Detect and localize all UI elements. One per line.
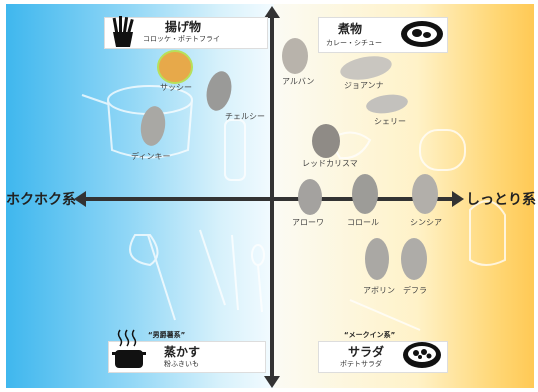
potato-sassy (157, 50, 193, 84)
category-subtitle-simmered: カレー・シチュー (326, 39, 382, 47)
potato-label: デフラ (403, 286, 427, 295)
potato-label: サッシー (160, 83, 192, 92)
pot-body-outline (107, 99, 193, 159)
hokuhoku-quadrant-background (6, 4, 274, 388)
knife-outline (199, 229, 226, 306)
potato-dejima (401, 238, 427, 280)
potato-label: チェルシー (225, 112, 265, 121)
potato-joanna (340, 56, 392, 80)
potato-shape (401, 238, 427, 280)
axis-arrow-down (264, 376, 280, 388)
potato-shape (412, 174, 438, 214)
pot-handle-outline (81, 94, 109, 105)
jar-outline (419, 129, 466, 171)
potato-shelly (366, 94, 408, 114)
category-title-salad: サラダ (348, 345, 385, 359)
potato-shape (298, 179, 322, 215)
potato-arrowa (298, 179, 322, 215)
potato-alban (282, 38, 308, 74)
potato-label: アローワ (292, 218, 324, 227)
potato-label: アボリン (363, 286, 395, 295)
potato-dinky (140, 106, 166, 146)
potato-label: シンシア (410, 218, 442, 227)
spoon-handle-outline (257, 264, 263, 313)
group-label-danshaku: “男爵薯系” (148, 331, 186, 339)
category-title-fried: 揚げ物 (165, 20, 202, 34)
category-subtitle-fried: コロッケ・ポテトフライ (143, 35, 220, 43)
potato-shape (157, 50, 193, 84)
ladle-outline (129, 234, 159, 267)
category-subtitle-steamed: 粉ふきいも (164, 360, 199, 368)
category-subtitle-salad: ポテトサラダ (340, 360, 382, 368)
potato-shape (312, 124, 340, 158)
potato-shape (352, 174, 378, 214)
category-title-simmered: 煮物 (338, 22, 363, 36)
potato-shape (206, 71, 232, 111)
potato-label: ディンキー (131, 152, 171, 161)
stew-bowl-icon (401, 21, 443, 47)
salad-plate-icon (403, 342, 441, 368)
potato-aborin (365, 238, 389, 280)
potato-shape (366, 94, 408, 114)
category-title-steamed: 蒸かす (164, 345, 201, 359)
potato-shape (340, 56, 392, 80)
steaming-pot-icon (112, 329, 146, 368)
potato-label: シェリー (374, 117, 406, 126)
utensil-outline-right (349, 299, 421, 331)
potato-shape (282, 38, 308, 74)
bottle-outline-right (469, 200, 506, 266)
potato-chelsea (206, 71, 232, 111)
fork-outline (231, 234, 239, 311)
axis-arrow-right (452, 191, 464, 207)
axis-arrow-up (264, 6, 280, 18)
potato-label: ジョアンナ (344, 81, 384, 90)
potato-red-charisma (312, 124, 340, 158)
bowl-outline (328, 131, 372, 160)
axis-label-shittori: しっとり系 (466, 192, 536, 208)
potato-shape (365, 238, 389, 280)
axis-arrow-left (74, 191, 86, 207)
potato-label: アルバン (282, 77, 315, 86)
axis-label-hokuhoku: ホクホク系 (6, 192, 76, 208)
potato-corolle (352, 174, 378, 214)
potato-shape (140, 106, 166, 146)
potato-label: コロール (347, 218, 379, 227)
potato-label: レッドカリスマ (302, 159, 358, 168)
group-label-mayqueen: “メークイン系” (344, 331, 396, 339)
potato-cynthia (412, 174, 438, 214)
bottle-outline (224, 119, 246, 181)
ladle-handle-outline (147, 234, 176, 321)
french-fries-icon (112, 16, 134, 47)
